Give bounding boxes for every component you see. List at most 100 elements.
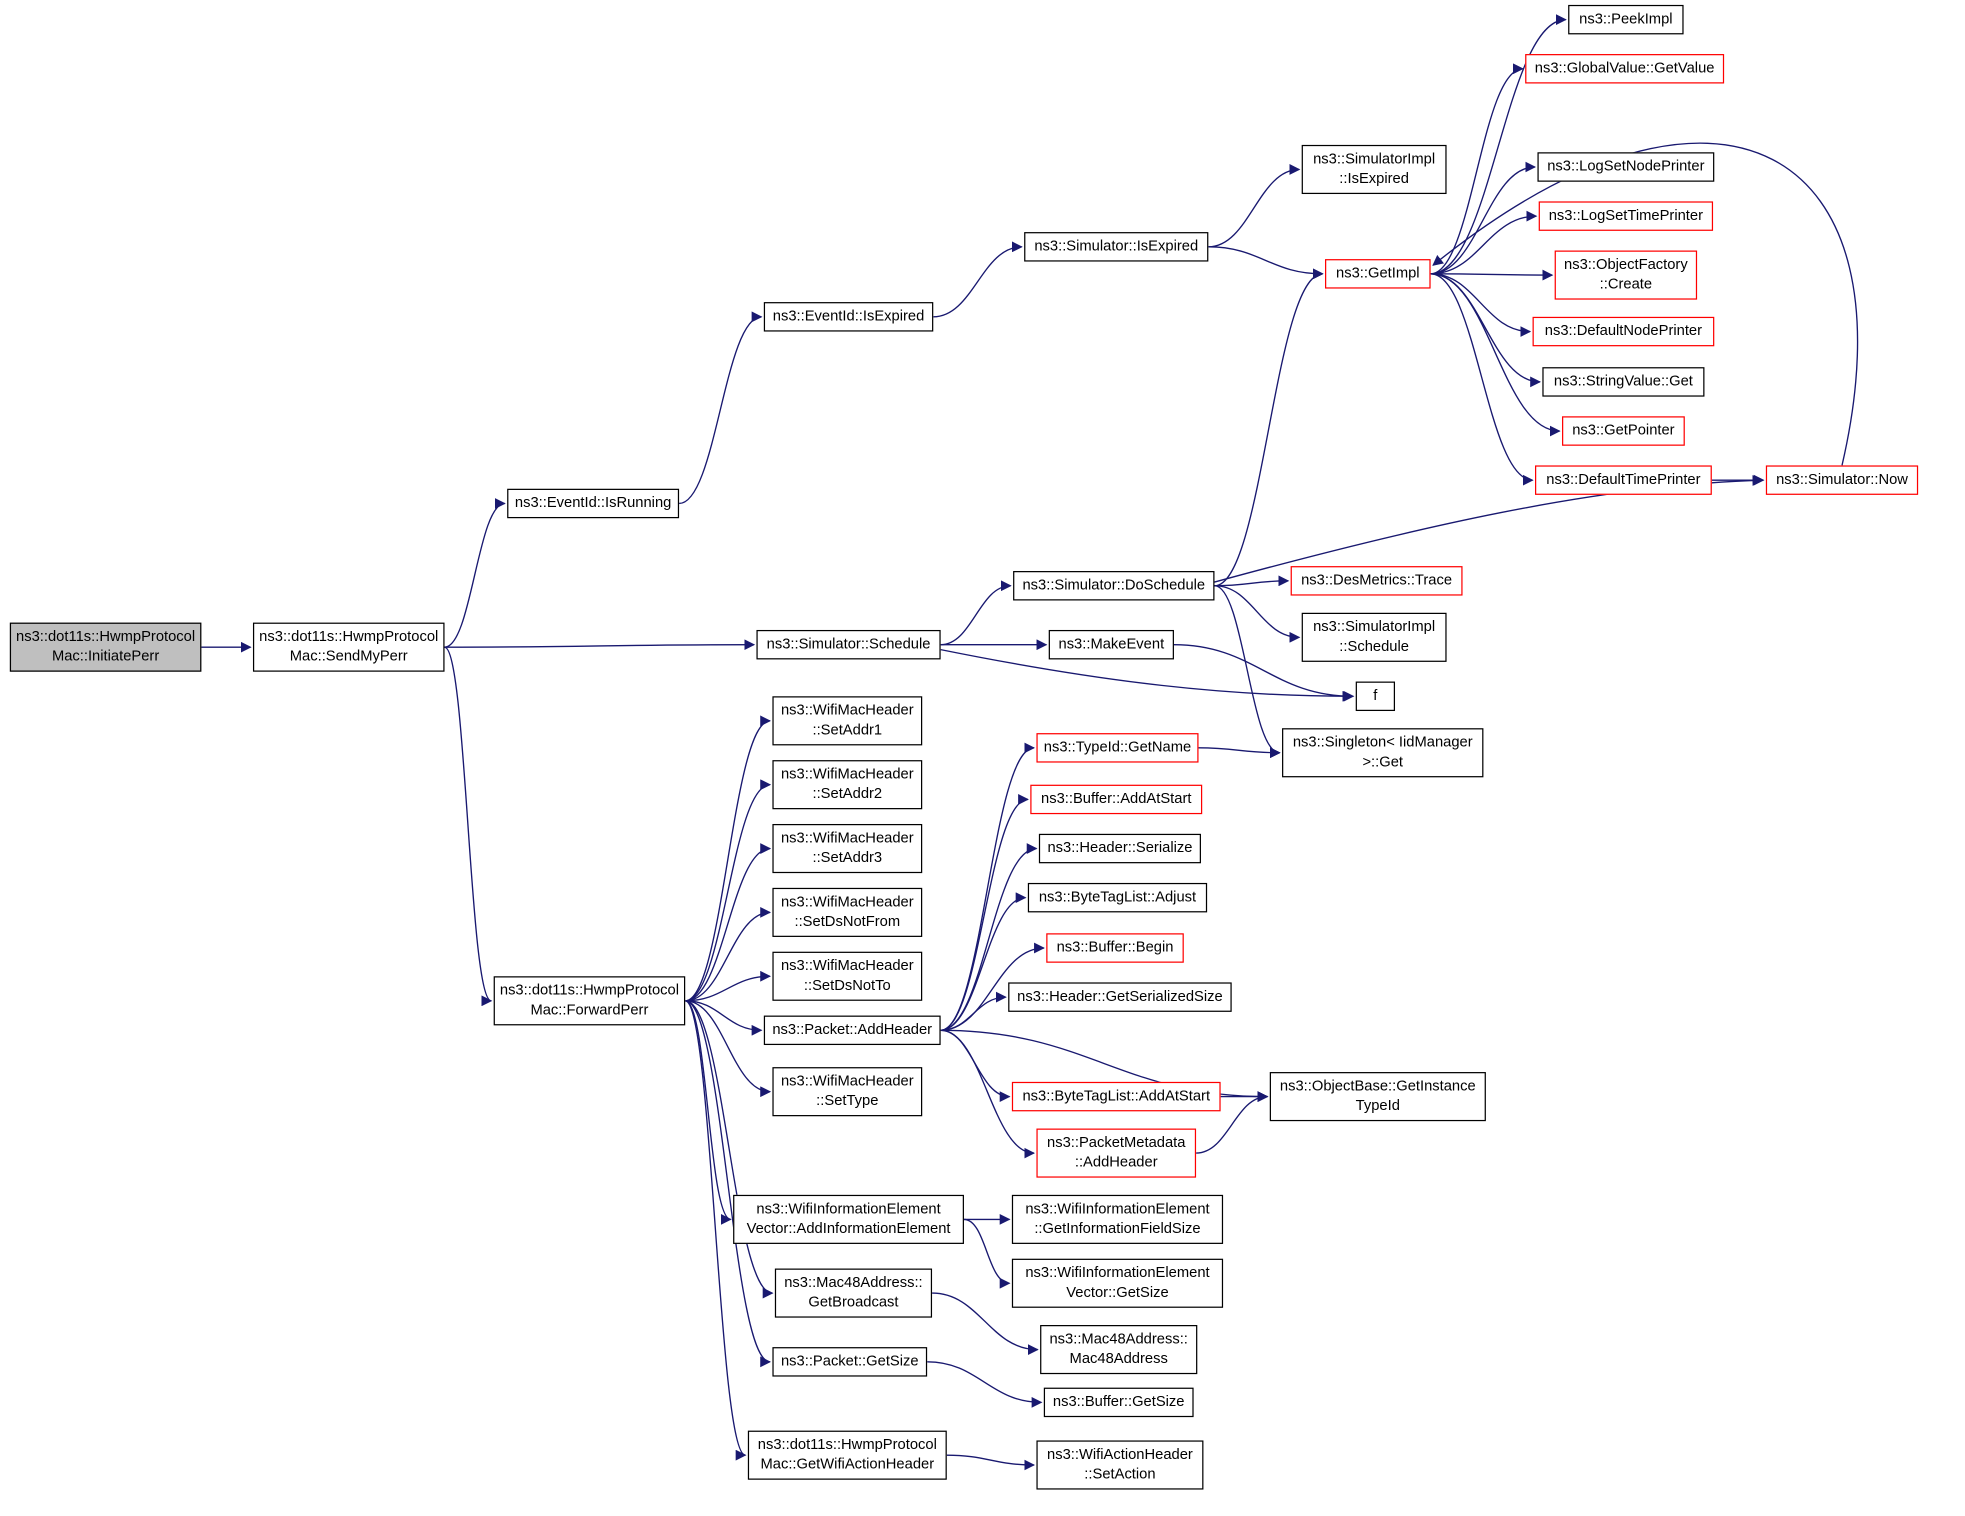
graph-node-label-pm_addheader: ns3::PacketMetadata ::AddHeader [1047, 1133, 1186, 1171]
graph-node-trace[interactable]: ns3::DesMetrics::Trace [1290, 566, 1463, 596]
graph-node-label-getbroadcast: ns3::Mac48Address:: GetBroadcast [784, 1273, 923, 1311]
graph-node-setdsnotfrom[interactable]: ns3::WifiMacHeader ::SetDsNotFrom [772, 887, 923, 937]
edge-getimpl-to-sv_get [1430, 273, 1541, 388]
graph-node-initiate[interactable]: ns3::dot11s::HwmpProtocol Mac::InitiateP… [9, 622, 202, 672]
edge-doschedule-to-trace [1214, 575, 1290, 587]
graph-node-label-initiate: ns3::dot11s::HwmpProtocol Mac::InitiateP… [16, 627, 196, 665]
graph-node-btl_addatstart[interactable]: ns3::ByteTagList::AddAtStart [1011, 1081, 1221, 1112]
graph-node-getname[interactable]: ns3::TypeId::GetName [1036, 733, 1199, 763]
graph-node-lognodeprinter[interactable]: ns3::LogSetNodePrinter [1537, 152, 1715, 182]
edge-getwifiactionheader-to-setaction [946, 1454, 1036, 1471]
graph-node-pkt_getsize[interactable]: ns3::Packet::GetSize [772, 1347, 928, 1377]
graph-node-setdsnotto[interactable]: ns3::WifiMacHeader ::SetDsNotTo [772, 951, 923, 1001]
graph-node-settype[interactable]: ns3::WifiMacHeader ::SetType [772, 1067, 923, 1117]
graph-node-getbroadcast[interactable]: ns3::Mac48Address:: GetBroadcast [774, 1268, 933, 1318]
graph-node-serialize[interactable]: ns3::Header::Serialize [1038, 833, 1201, 864]
edge-forwardperr-to-settype [685, 1000, 772, 1098]
graph-node-label-buf_getsize: ns3::Buffer::GetSize [1052, 1392, 1185, 1410]
edge-addinfoelem-to-iev_getsize [963, 1218, 1011, 1289]
edge-forwardperr-to-pkt_getsize [685, 1000, 772, 1368]
graph-node-simimpl_schedule[interactable]: ns3::SimulatorImpl ::Schedule [1301, 612, 1447, 662]
graph-node-label-simimpl_isexpired: ns3::SimulatorImpl ::IsExpired [1313, 150, 1436, 187]
edge-addheader-to-getserializedsize [940, 991, 1007, 1031]
graph-node-getimpl[interactable]: ns3::GetImpl [1325, 259, 1431, 289]
graph-node-evt_isexpired[interactable]: ns3::EventId::IsExpired [763, 302, 934, 332]
edge-schedule-to-doschedule [940, 580, 1012, 646]
graph-node-setaddr2[interactable]: ns3::WifiMacHeader ::SetAddr2 [772, 760, 923, 810]
graph-node-getinfofieldsize[interactable]: ns3::WifiInformationElement ::GetInforma… [1011, 1194, 1224, 1244]
graph-node-mac48[interactable]: ns3::Mac48Address:: Mac48Address [1040, 1325, 1198, 1375]
graph-node-iev_getsize[interactable]: ns3::WifiInformationElement Vector::GetS… [1011, 1258, 1224, 1308]
edge-getimpl-to-deftimeprinter [1430, 273, 1534, 486]
edge-sim_isexpired-to-getimpl [1208, 246, 1324, 280]
edge-sim_isexpired-to-simimpl_isexpired [1208, 164, 1301, 248]
graph-node-getinstancetypeid[interactable]: ns3::ObjectBase::GetInstance TypeId [1269, 1072, 1486, 1122]
graph-node-gv_getvalue[interactable]: ns3::GlobalValue::GetValue [1525, 54, 1725, 84]
graph-node-label-f: f [1373, 686, 1378, 704]
edge-getimpl-to-defnodeprinter [1430, 273, 1532, 337]
graph-node-label-addheader: ns3::Packet::AddHeader [772, 1020, 933, 1038]
graph-node-label-gv_getvalue: ns3::GlobalValue::GetValue [1534, 59, 1715, 77]
graph-node-simimpl_isexpired[interactable]: ns3::SimulatorImpl ::IsExpired [1301, 144, 1447, 195]
graph-node-label-getwifiactionheader: ns3::dot11s::HwmpProtocol Mac::GetWifiAc… [757, 1435, 937, 1473]
graph-node-label-evt_isexpired: ns3::EventId::IsExpired [772, 307, 925, 325]
graph-node-getserializedsize[interactable]: ns3::Header::GetSerializedSize [1008, 982, 1232, 1012]
graph-node-isrunning[interactable]: ns3::EventId::IsRunning [507, 488, 680, 519]
graph-node-peekimpl[interactable]: ns3::PeekImpl [1568, 4, 1684, 35]
graph-node-getwifiactionheader[interactable]: ns3::dot11s::HwmpProtocol Mac::GetWifiAc… [747, 1430, 947, 1480]
graph-node-label-now: ns3::Simulator::Now [1776, 470, 1908, 488]
graph-node-f[interactable]: f [1355, 681, 1396, 712]
graph-node-label-defnodeprinter: ns3::DefaultNodePrinter [1544, 321, 1703, 340]
graph-node-setaction[interactable]: ns3::WifiActionHeader ::SetAction [1036, 1440, 1204, 1490]
graph-node-makeevent[interactable]: ns3::MakeEvent [1048, 629, 1174, 660]
graph-node-of_create[interactable]: ns3::ObjectFactory ::Create [1554, 250, 1698, 300]
graph-node-label-logtimeprinter: ns3::LogSetTimePrinter [1548, 206, 1704, 224]
graph-node-singleton_get[interactable]: ns3::Singleton< IidManager >::Get [1282, 728, 1484, 778]
graph-node-label-buf_addatstart: ns3::Buffer::AddAtStart [1041, 789, 1192, 807]
edge-getimpl-to-getpointer [1430, 273, 1561, 437]
edge-getname-to-singleton_get [1198, 747, 1281, 759]
graph-node-buf_begin[interactable]: ns3::Buffer::Begin [1046, 933, 1184, 963]
edge-doschedule-to-getimpl [1214, 268, 1324, 587]
graph-node-buf_getsize[interactable]: ns3::Buffer::GetSize [1043, 1387, 1194, 1418]
graph-node-label-peekimpl: ns3::PeekImpl [1579, 9, 1673, 28]
graph-node-sendmyperr[interactable]: ns3::dot11s::HwmpProtocol Mac::SendMyPer… [252, 622, 445, 672]
graph-node-logtimeprinter[interactable]: ns3::LogSetTimePrinter [1538, 201, 1714, 231]
edge-doschedule-to-singleton_get [1214, 585, 1281, 759]
graph-node-defnodeprinter[interactable]: ns3::DefaultNodePrinter [1532, 316, 1715, 347]
graph-node-label-isrunning: ns3::EventId::IsRunning [514, 493, 672, 511]
graph-node-btl_adjust[interactable]: ns3::ByteTagList::Adjust [1027, 882, 1208, 913]
graph-node-setaddr1[interactable]: ns3::WifiMacHeader ::SetAddr1 [772, 696, 923, 746]
graph-node-label-mac48: ns3::Mac48Address:: Mac48Address [1049, 1330, 1188, 1367]
graph-node-setaddr3[interactable]: ns3::WifiMacHeader ::SetAddr3 [772, 823, 923, 874]
graph-node-now[interactable]: ns3::Simulator::Now [1765, 465, 1919, 495]
edge-isrunning-to-evt_isexpired [678, 311, 763, 505]
edge-forwardperr-to-getbroadcast [685, 1000, 774, 1299]
graph-node-pm_addheader[interactable]: ns3::PacketMetadata ::AddHeader [1036, 1128, 1197, 1178]
graph-node-buf_addatstart[interactable]: ns3::Buffer::AddAtStart [1030, 784, 1203, 815]
edge-evt_isexpired-to-sim_isexpired [933, 241, 1023, 318]
graph-node-label-simimpl_schedule: ns3::SimulatorImpl ::Schedule [1313, 617, 1436, 655]
graph-node-deftimeprinter[interactable]: ns3::DefaultTimePrinter [1535, 465, 1712, 495]
graph-node-forwardperr[interactable]: ns3::dot11s::HwmpProtocol Mac::ForwardPe… [493, 976, 686, 1026]
graph-node-sim_isexpired[interactable]: ns3::Simulator::IsExpired [1024, 232, 1209, 262]
graph-node-label-getname: ns3::TypeId::GetName [1043, 738, 1192, 756]
graph-node-getpointer[interactable]: ns3::GetPointer [1562, 416, 1685, 446]
graph-node-addinfoelem[interactable]: ns3::WifiInformationElement Vector::AddI… [733, 1194, 964, 1244]
graph-node-label-pkt_getsize: ns3::Packet::GetSize [780, 1352, 919, 1370]
edge-forwardperr-to-setaddr3 [685, 843, 772, 1002]
graph-node-label-doschedule: ns3::Simulator::DoSchedule [1022, 576, 1206, 594]
graph-node-doschedule[interactable]: ns3::Simulator::DoSchedule [1013, 571, 1215, 601]
graph-node-label-makeevent: ns3::MakeEvent [1058, 634, 1165, 653]
graph-node-label-addinfoelem: ns3::WifiInformationElement Vector::AddI… [746, 1199, 951, 1237]
graph-node-label-deftimeprinter: ns3::DefaultTimePrinter [1546, 470, 1701, 488]
graph-node-sv_get[interactable]: ns3::StringValue::Get [1542, 367, 1705, 397]
graph-node-label-buf_begin: ns3::Buffer::Begin [1056, 938, 1174, 956]
edge-sendmyperr-to-isrunning [444, 498, 506, 648]
graph-node-label-trace: ns3::DesMetrics::Trace [1301, 571, 1453, 589]
graph-node-label-schedule: ns3::Simulator::Schedule [766, 634, 931, 653]
graph-node-schedule[interactable]: ns3::Simulator::Schedule [756, 629, 941, 660]
graph-node-addheader[interactable]: ns3::Packet::AddHeader [763, 1015, 941, 1046]
graph-node-label-forwardperr: ns3::dot11s::HwmpProtocol Mac::ForwardPe… [499, 981, 679, 1019]
